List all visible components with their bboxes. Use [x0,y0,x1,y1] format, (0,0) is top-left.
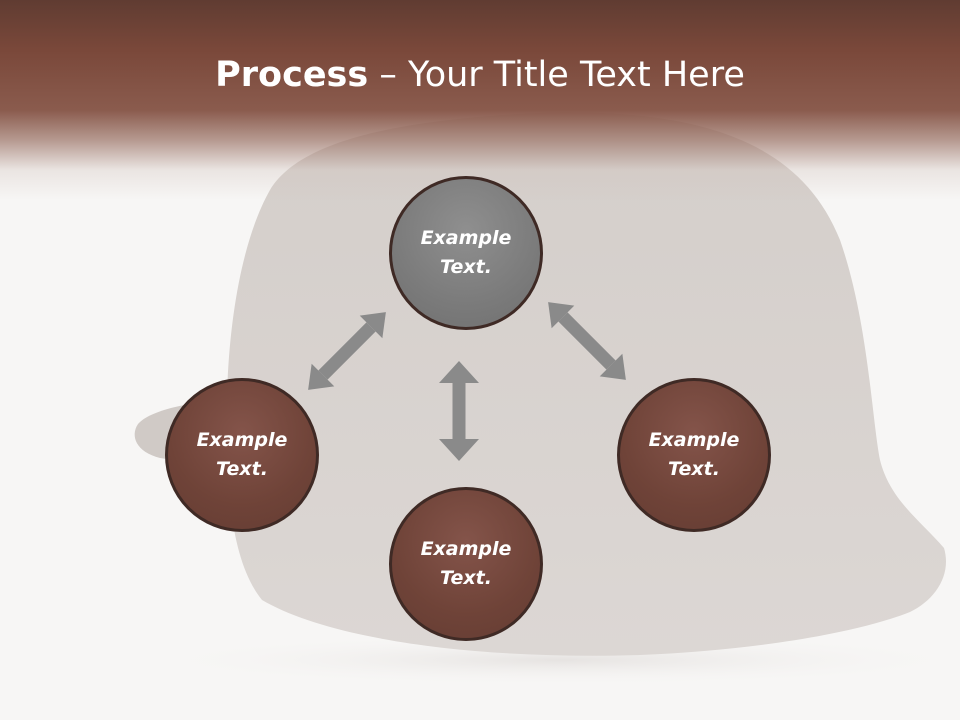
node-top-line2: Text. [440,256,492,278]
node-top-line1: Example [420,227,512,249]
process-node-top[interactable]: Example Text. [389,176,543,330]
node-bottom-line1: Example [420,538,512,560]
title-bold-part: Process [215,55,369,95]
title-rest-part: – Your Title Text Here [368,55,745,95]
helmet-shadow [140,634,960,686]
node-bottom-line2: Text. [440,567,492,589]
process-node-bottom[interactable]: Example Text. [389,487,543,641]
process-node-right[interactable]: Example Text. [617,378,771,532]
slide-title: Process – Your Title Text Here [0,52,960,98]
node-left-line1: Example [196,429,288,451]
node-left-line2: Text. [216,458,268,480]
node-right-line2: Text. [668,458,720,480]
header-band [0,0,960,200]
node-right-line1: Example [648,429,740,451]
process-node-left[interactable]: Example Text. [165,378,319,532]
